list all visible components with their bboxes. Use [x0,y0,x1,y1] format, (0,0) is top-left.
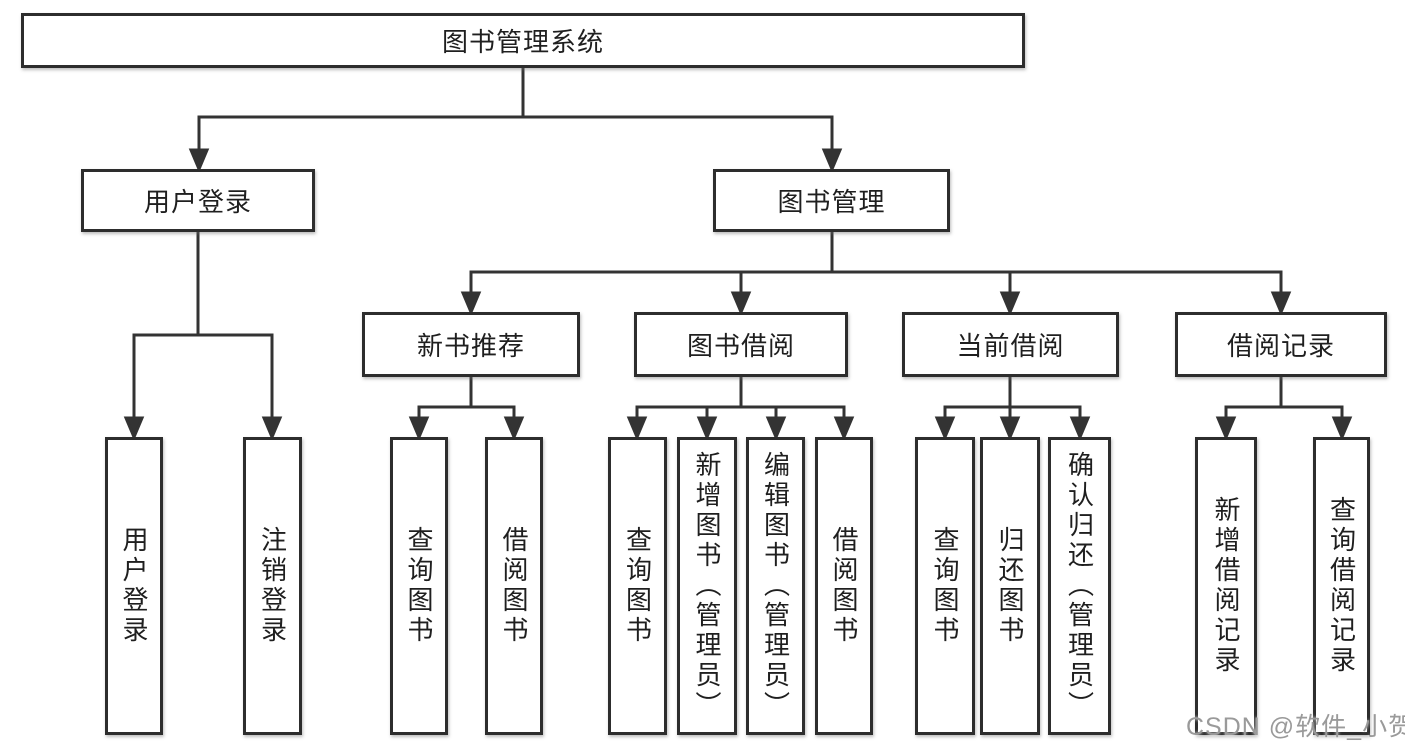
connector-new-book-rec-to-leaves [408,377,525,441]
node-leaf-logout-label: 注销登录 [257,526,288,646]
node-root: 图书管理系统 [21,13,1025,68]
node-leaf-bookborrow-borrow-label: 借阅图书 [829,526,859,646]
node-user-login-label: 用户登录 [143,187,252,217]
node-leaf-bookborrow-edit-admin-label: 编辑图书（管理员） [760,451,791,721]
node-leaf-current-return-label: 归还图书 [995,526,1025,646]
node-leaf-current-confirm-admin: 确认归还（管理员） [1048,437,1111,735]
node-leaf-records-add-label: 新增借阅记录 [1211,496,1241,676]
node-leaf-bookborrow-borrow: 借阅图书 [815,437,873,735]
node-leaf-records-query: 查询借阅记录 [1313,437,1370,735]
node-leaf-bookborrow-add-admin: 新增图书（管理员） [677,437,737,735]
node-leaf-newbook-borrow-label: 借阅图书 [499,526,529,646]
node-borrow-records-label: 借阅记录 [1226,331,1335,361]
node-user-login: 用户登录 [81,169,315,232]
node-root-label: 图书管理系统 [441,27,604,57]
connector-current-borrow-to-leaves [934,377,1091,441]
node-leaf-current-query: 查询图书 [915,437,975,735]
node-leaf-current-confirm-admin-label: 确认归还（管理员） [1064,451,1095,721]
node-new-book-recommend-label: 新书推荐 [416,331,525,361]
node-leaf-current-return: 归还图书 [980,437,1040,735]
node-leaf-bookborrow-query: 查询图书 [608,437,667,735]
node-leaf-user-login-label: 用户登录 [119,526,149,646]
node-new-book-recommend: 新书推荐 [362,312,580,377]
node-leaf-bookborrow-edit-admin: 编辑图书（管理员） [746,437,805,735]
node-current-borrow: 当前借阅 [902,312,1119,377]
node-leaf-newbook-query-label: 查询图书 [404,526,434,646]
node-leaf-bookborrow-add-admin-label: 新增图书（管理员） [692,451,722,721]
node-leaf-newbook-borrow: 借阅图书 [485,437,543,735]
node-current-borrow-label: 当前借阅 [956,331,1065,361]
connector-user-login-to-leaves [123,232,283,441]
node-leaf-records-query-label: 查询借阅记录 [1326,496,1357,676]
connector-root-to-level2 [188,68,843,173]
node-leaf-current-query-label: 查询图书 [930,526,960,646]
connector-book-management-to-level3 [460,232,1292,316]
csdn-watermark: CSDN @软件_小贺同学 [1186,713,1405,741]
node-book-borrow: 图书借阅 [634,312,848,377]
node-borrow-records: 借阅记录 [1175,312,1387,377]
node-leaf-logout: 注销登录 [243,437,302,735]
node-book-borrow-label: 图书借阅 [686,331,795,361]
node-book-management: 图书管理 [713,169,950,232]
node-leaf-newbook-query: 查询图书 [390,437,448,735]
node-leaf-records-add: 新增借阅记录 [1195,437,1257,735]
node-book-management-label: 图书管理 [777,187,886,217]
connector-book-borrow-to-leaves [626,377,855,441]
node-leaf-bookborrow-query-label: 查询图书 [622,526,653,646]
node-leaf-user-login: 用户登录 [105,437,163,735]
connector-borrow-records-to-leaves [1215,377,1353,441]
